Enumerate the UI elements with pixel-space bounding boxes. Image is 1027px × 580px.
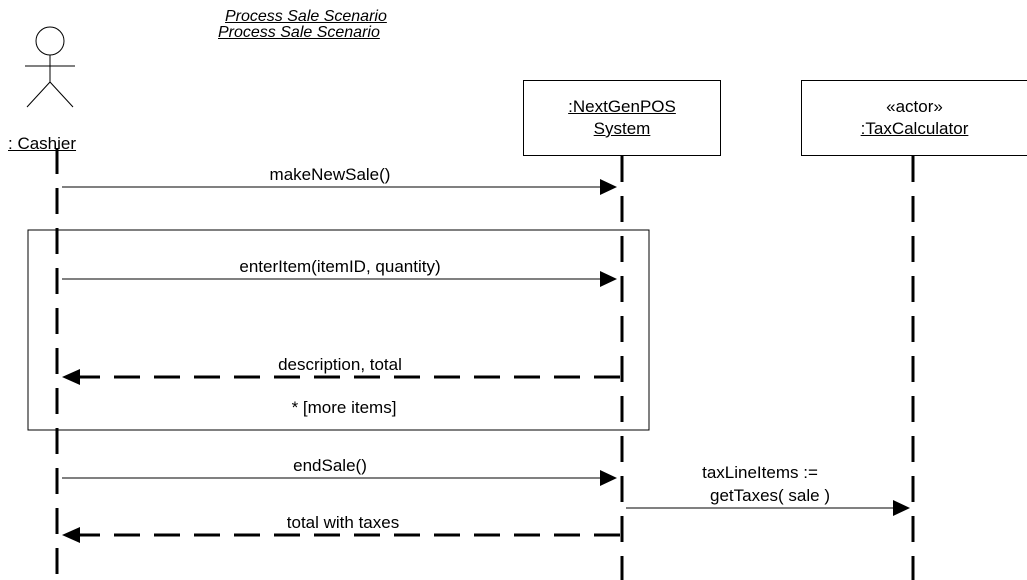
taxcalculator-name: :TaxCalculator <box>860 119 969 138</box>
end-sale-label: endSale() <box>293 456 367 475</box>
description-total-label: description, total <box>278 355 402 374</box>
taxcalculator-stereotype: «actor» <box>886 97 943 116</box>
cashier-label: : Cashier <box>8 134 77 153</box>
total-with-taxes-label: total with taxes <box>286 513 400 532</box>
system-name-line1: :NextGenPOS <box>568 97 676 116</box>
loop-frame <box>27 229 650 431</box>
system-object-box: :NextGenPOS System <box>523 80 721 156</box>
loop-guard-label: * [more items] <box>291 398 397 417</box>
diagram-title-1: Process Sale Scenario <box>225 8 387 25</box>
end-sale-arrowhead <box>600 470 617 486</box>
taxcalculator-object-box: «actor» :TaxCalculator <box>801 80 1027 156</box>
diagram-title-2: Process Sale Scenario <box>218 24 380 41</box>
system-name-line2: System <box>593 119 651 138</box>
make-new-sale-arrowhead <box>600 179 617 195</box>
total-with-taxes-arrowhead <box>62 527 80 543</box>
enter-item-arrowhead <box>600 271 617 287</box>
get-taxes-arrowhead <box>893 500 910 516</box>
cashier-actor-icon <box>25 26 75 108</box>
get-taxes-label: getTaxes( sale ) <box>710 486 830 505</box>
make-new-sale-label: makeNewSale() <box>269 165 391 184</box>
description-total-arrowhead <box>62 369 80 385</box>
enter-item-label: enterItem(itemID, quantity) <box>239 257 441 276</box>
tax-line-items-label: taxLineItems := <box>702 463 818 482</box>
